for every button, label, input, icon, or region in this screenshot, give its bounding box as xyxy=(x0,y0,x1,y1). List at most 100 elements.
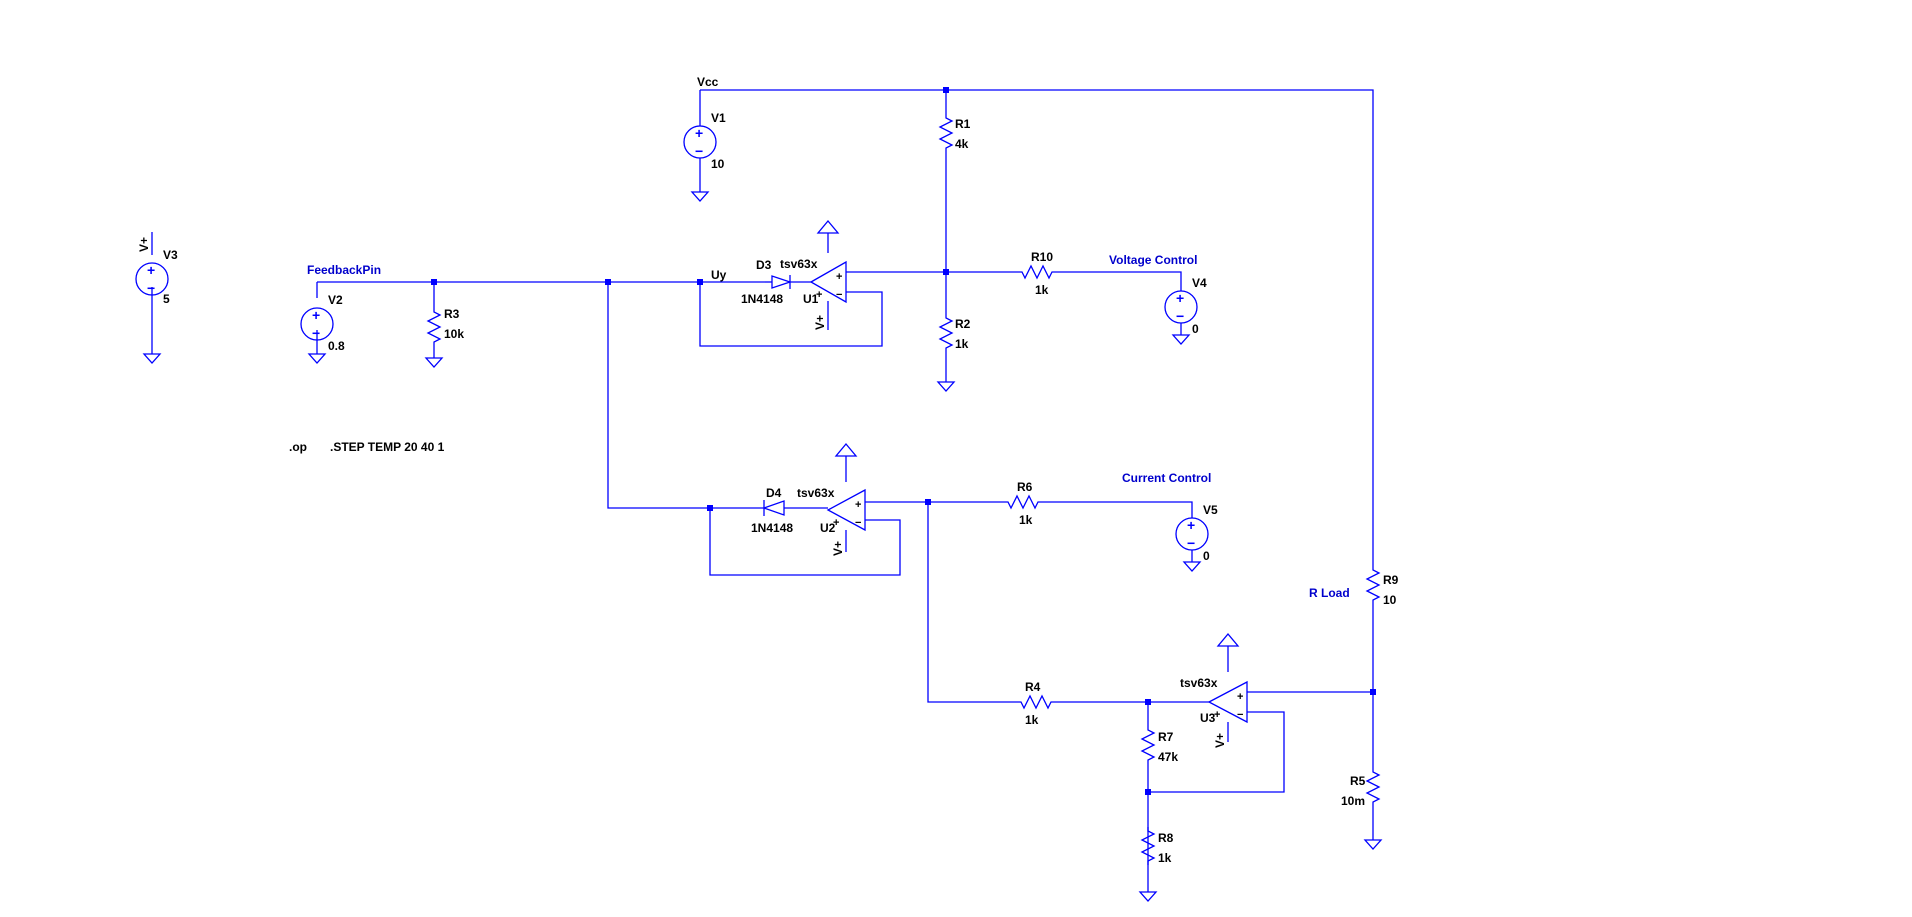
net-label-vcc: Vcc xyxy=(697,75,719,89)
label-d4-name: D4 xyxy=(766,486,782,500)
voltage-source-v4[interactable]: + − xyxy=(1164,290,1198,324)
svg-text:+: + xyxy=(833,517,839,529)
label-r9-value: 10 xyxy=(1383,593,1397,607)
label-u2-name: U2 xyxy=(820,521,836,535)
label-v5-value: 0 xyxy=(1203,549,1210,563)
supply-arrow-u1 xyxy=(816,219,840,234)
label-v2-value: 0.8 xyxy=(328,339,345,353)
voltage-source-v2[interactable]: + − xyxy=(300,307,334,341)
label-r7-name: R7 xyxy=(1158,730,1174,744)
resistor-r9[interactable] xyxy=(1366,565,1380,605)
resistor-r6[interactable] xyxy=(1003,495,1043,509)
svg-text:−: − xyxy=(312,325,320,341)
label-u2-supply: V+ xyxy=(831,541,845,556)
svg-text:+: + xyxy=(147,262,155,278)
svg-text:+: + xyxy=(1176,290,1184,306)
label-v4-value: 0 xyxy=(1192,322,1199,336)
resistor-r1[interactable] xyxy=(939,113,953,153)
resistor-r7[interactable] xyxy=(1141,725,1155,765)
label-v1-value: 10 xyxy=(711,157,725,171)
diode-d3[interactable] xyxy=(771,275,793,289)
label-u1-name: U1 xyxy=(803,292,819,306)
label-r5-name: R5 xyxy=(1350,774,1366,788)
directive-op[interactable]: .op xyxy=(289,440,307,454)
label-r4-value: 1k xyxy=(1025,713,1039,727)
label-v4-name: V4 xyxy=(1192,276,1207,290)
ground-r5 xyxy=(1364,839,1382,850)
voltage-source-v1[interactable]: + − xyxy=(683,125,717,159)
ground-r8 xyxy=(1139,891,1157,902)
resistor-r5[interactable] xyxy=(1366,767,1380,807)
label-r9-name: R9 xyxy=(1383,573,1399,587)
voltage-source-v5[interactable]: + − xyxy=(1175,517,1209,551)
ground-v3 xyxy=(143,353,161,364)
label-r4-name: R4 xyxy=(1025,680,1041,694)
svg-text:+: + xyxy=(695,125,703,141)
label-r10-value: 1k xyxy=(1035,283,1049,297)
net-label-r-load: R Load xyxy=(1309,586,1350,600)
svg-text:−: − xyxy=(147,280,155,296)
label-r2-value: 1k xyxy=(955,337,969,351)
resistor-r4[interactable] xyxy=(1016,695,1056,709)
net-label-uy: Uy xyxy=(711,268,727,282)
label-r3-value: 10k xyxy=(444,327,464,341)
directive-step[interactable]: .STEP TEMP 20 40 1 xyxy=(330,440,445,454)
net-label-voltage-control: Voltage Control xyxy=(1109,253,1197,267)
label-u1-model: tsv63x xyxy=(780,257,818,271)
label-u3-name: U3 xyxy=(1200,711,1216,725)
opamp-u1[interactable]: + − + xyxy=(809,260,847,304)
label-v3-pin: V+ xyxy=(137,237,151,252)
opamp-u3[interactable]: + − + xyxy=(1207,680,1248,724)
net-label-current-control: Current Control xyxy=(1122,471,1211,485)
ground-r2 xyxy=(937,381,955,392)
svg-text:+: + xyxy=(1187,517,1195,533)
svg-text:−: − xyxy=(836,289,842,301)
ground-v5 xyxy=(1183,561,1201,572)
label-u3-supply: V+ xyxy=(1213,733,1227,748)
ground-v1 xyxy=(691,191,709,202)
label-r6-name: R6 xyxy=(1017,480,1033,494)
label-r2-name: R2 xyxy=(955,317,971,331)
svg-text:+: + xyxy=(1214,709,1220,721)
svg-text:−: − xyxy=(695,143,703,159)
label-d3-model: 1N4148 xyxy=(741,292,783,306)
label-u1-supply: V+ xyxy=(813,315,827,330)
label-r5-value: 10m xyxy=(1341,794,1365,808)
label-u2-model: tsv63x xyxy=(797,486,835,500)
voltage-source-v3[interactable]: + − xyxy=(135,262,169,296)
label-r8-value: 1k xyxy=(1158,851,1172,865)
label-r6-value: 1k xyxy=(1019,513,1033,527)
svg-text:+: + xyxy=(312,307,320,323)
ground-v2 xyxy=(308,353,326,364)
label-r1-value: 4k xyxy=(955,137,969,151)
ground-v4 xyxy=(1172,334,1190,345)
resistor-r10[interactable] xyxy=(1017,265,1057,279)
label-v3-name: V3 xyxy=(163,248,178,262)
label-v2-name: V2 xyxy=(328,293,343,307)
label-v5-name: V5 xyxy=(1203,503,1218,517)
label-v1-name: V1 xyxy=(711,111,726,125)
label-r7-value: 47k xyxy=(1158,750,1178,764)
wires xyxy=(151,89,1374,892)
svg-text:−: − xyxy=(1176,308,1184,324)
svg-text:+: + xyxy=(816,289,822,301)
svg-text:+: + xyxy=(1237,691,1243,703)
svg-text:+: + xyxy=(855,499,861,511)
resistor-r3[interactable] xyxy=(427,307,441,347)
svg-text:−: − xyxy=(1237,709,1243,721)
opamp-u2[interactable]: + − + xyxy=(826,488,866,532)
label-d3-name: D3 xyxy=(756,258,772,272)
label-r8-name: R8 xyxy=(1158,831,1174,845)
svg-text:+: + xyxy=(836,271,842,283)
resistor-r2[interactable] xyxy=(939,313,953,353)
diode-d4[interactable] xyxy=(762,500,785,516)
label-r3-name: R3 xyxy=(444,307,460,321)
svg-text:−: − xyxy=(855,517,861,529)
supply-arrow-u2 xyxy=(834,442,858,457)
supply-arrow-u3 xyxy=(1216,632,1240,647)
label-r10-name: R10 xyxy=(1031,250,1053,264)
ground-r3 xyxy=(425,357,443,368)
label-v3-value: 5 xyxy=(163,292,170,306)
label-r1-name: R1 xyxy=(955,117,971,131)
